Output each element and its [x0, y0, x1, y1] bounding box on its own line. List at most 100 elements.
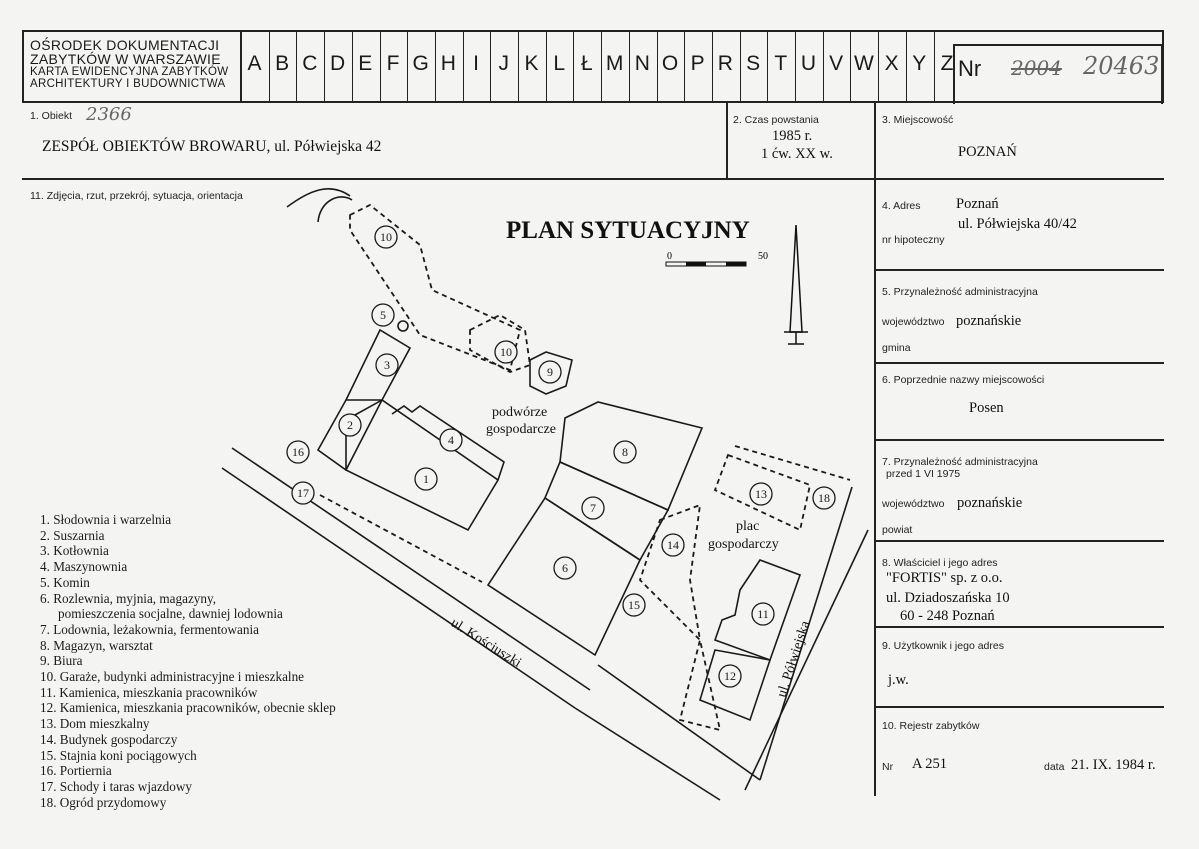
adres-label: 4. Adres: [882, 200, 921, 212]
road-top-2: [317, 196, 353, 223]
marker-17-text: 17: [297, 486, 309, 500]
legend-item: 12. Kamienica, mieszkania pracowników, o…: [40, 700, 336, 716]
label-podworze-1: podwórze: [492, 405, 547, 420]
czas-value-2: 1 ćw. XX w.: [761, 146, 833, 162]
wlasciciel-value-2: ul. Dziadoszańska 10: [886, 590, 1010, 606]
label-plac-2: gospodarczy: [708, 537, 779, 552]
nr-label: Nr: [958, 56, 982, 81]
marker-10a-text: 10: [380, 230, 392, 244]
building-3: [345, 328, 412, 401]
chimney-5: [397, 320, 409, 332]
plan-title: PLAN SYTUACYJNY: [506, 217, 750, 244]
org-block: OŚRODEK DOKUMENTACJI ZABYTKÓW W WARSZAWI…: [30, 38, 238, 90]
building-12: [699, 649, 772, 722]
marker-14: [661, 533, 685, 557]
letter-index-cell: D: [330, 52, 346, 75]
marker-1: [414, 467, 438, 491]
letter-index-cell: A: [247, 52, 262, 75]
legend-item: 14. Budynek gospodarczy: [40, 731, 178, 747]
street-kosciuszki-edge-4: [574, 707, 721, 801]
letter-separator: [573, 30, 575, 102]
sep-6: [874, 439, 1164, 441]
legend-item: 13. Dom mieszkalny: [40, 716, 150, 732]
letter-separator: [462, 30, 464, 102]
building-9: [529, 351, 573, 395]
letter-separator: [739, 30, 741, 102]
letter-index-cell: U: [800, 52, 817, 75]
obiekt-value: ZESPÓŁ OBIEKTÓW BROWARU, ul. Półwiejska …: [42, 138, 382, 155]
letter-separator: [684, 30, 686, 102]
marker-2-text: 2: [347, 418, 353, 432]
north-arrow-icon: [784, 224, 808, 345]
czas-label: 2. Czas powstania: [733, 114, 819, 126]
marker-10a: [374, 225, 398, 249]
letter-index-cell: I: [473, 52, 480, 75]
rejestr-label: 10. Rejestr zabytków: [882, 720, 980, 732]
przed1975-label-2: przed 1 VI 1975: [886, 468, 961, 480]
label-plac-1: plac: [736, 519, 759, 534]
letter-index-cell: Y: [912, 52, 927, 75]
letter-separator: [905, 30, 907, 102]
legend-item: 2. Suszarnia: [40, 527, 105, 543]
wlasciciel-value-3: 60 - 248 Poznań: [900, 608, 995, 624]
marker-18: [812, 486, 836, 510]
marker-13: [749, 482, 773, 506]
letter-index-cell: S: [746, 52, 761, 75]
marker-8-text: 8: [622, 445, 628, 459]
marker-5-text: 5: [380, 308, 386, 322]
org-line-3: KARTA EWIDENCYJNA ZABYTKÓW: [30, 66, 229, 78]
marker-5: [371, 303, 395, 327]
wojewodztwo2-label: województwo: [882, 498, 945, 510]
letter-separator: [933, 30, 935, 102]
site-plan: 1 2 3 4 5 6 7 8 9 10 10 11 12 13 14 15 1…: [221, 188, 869, 801]
org-line-4: ARCHITEKTURY I BUDOWNICTWA: [30, 78, 226, 90]
sep-8: [874, 626, 1164, 628]
poprzednie-label: 6. Poprzednie nazwy miejscowości: [882, 374, 1045, 386]
czas-value-1: 1985 r.: [772, 128, 813, 144]
building-10-lower: [469, 313, 531, 373]
garden-18: [734, 445, 851, 481]
letter-index-cell: F: [386, 52, 400, 75]
building-10-upper: [349, 203, 522, 372]
legend-item: 11. Kamienica, mieszkania pracowników: [40, 684, 258, 700]
obiekt-label: 1. Obiekt: [30, 110, 73, 122]
data-value: 21. IX. 1984 r.: [1071, 757, 1156, 773]
legend-item: 18. Ogród przydomowy: [40, 794, 167, 810]
letter-index-cell: E: [358, 52, 373, 75]
building-1: [345, 399, 500, 532]
powiat-label: powiat: [882, 524, 913, 536]
rejestr-nr-label: Nr: [882, 761, 894, 773]
wlasciciel-value-1: "FORTIS" sp. z o.o.: [886, 570, 1003, 586]
street-polwiejska-edge-2: [744, 529, 869, 791]
marker-10b: [494, 340, 518, 364]
scale-end: 50: [758, 251, 768, 262]
letter-index-cell: M: [605, 52, 624, 75]
marker-7-text: 7: [590, 501, 596, 515]
building-13: [713, 453, 812, 532]
letter-separator: [850, 30, 852, 102]
marker-2: [338, 413, 362, 437]
street-kosciuszki-edge-1: [231, 447, 591, 691]
letter-separator: [379, 30, 381, 102]
uzytkownik-value: j.w.: [888, 672, 909, 688]
letter-separator: [711, 30, 713, 102]
letter-index-cell: T: [774, 52, 788, 75]
rejestr-nr-value: A 251: [912, 756, 948, 772]
marker-3: [375, 353, 399, 377]
letter-index-cell: G: [412, 52, 429, 75]
marker-4-text: 4: [448, 433, 454, 447]
right-column-line: [874, 102, 876, 796]
letter-index-cell: O: [661, 52, 679, 75]
marker-11: [751, 602, 775, 626]
header-bottom-line: [22, 101, 1164, 103]
letter-separator: [545, 30, 547, 102]
building-11: [713, 559, 802, 662]
letter-index-cell: K: [524, 52, 539, 75]
legend-item: 3. Kotłownia: [40, 543, 109, 559]
marker-18-text: 18: [818, 491, 830, 505]
data-label: data: [1044, 761, 1065, 773]
letter-index-cell: V: [829, 52, 844, 75]
letter-separator: [822, 30, 824, 102]
wojewodztwo2-value: poznańskie: [957, 495, 1023, 511]
sep-5: [874, 362, 1164, 364]
